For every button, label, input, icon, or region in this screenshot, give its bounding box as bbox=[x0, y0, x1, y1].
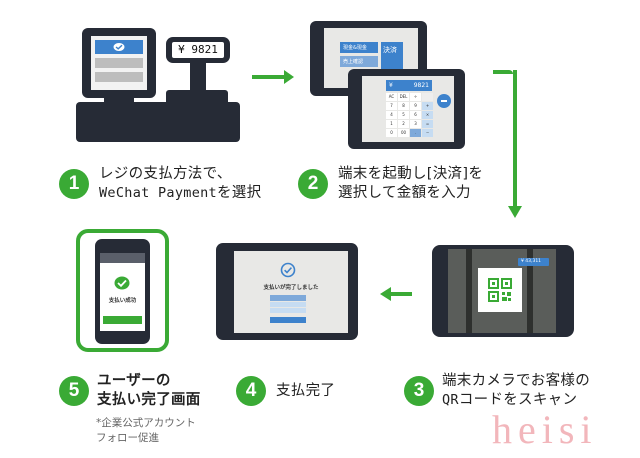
keypad-key: DEL bbox=[398, 93, 409, 101]
qr-card bbox=[478, 268, 522, 312]
receipt-row bbox=[270, 295, 306, 301]
wechat-pay-icon bbox=[114, 276, 130, 290]
camera-view-bar bbox=[527, 249, 533, 333]
keypad-key: 0 bbox=[386, 129, 397, 137]
menu-button: 売上確認 bbox=[340, 56, 378, 67]
payment-success-label: 支払い成功 bbox=[108, 298, 137, 304]
keypad-key: 5 bbox=[398, 111, 409, 119]
phone-action-bar bbox=[103, 316, 142, 324]
keypad-key: + bbox=[422, 102, 433, 110]
keypad-key: − bbox=[422, 129, 433, 137]
keypad-key: 9 bbox=[410, 102, 421, 110]
price-display-pole bbox=[190, 62, 206, 92]
keypad-key: 3 bbox=[410, 120, 421, 128]
step-2-caption: 端末を起動し[決済]を 選択して金額を入力 bbox=[338, 165, 483, 203]
receipt-row bbox=[270, 308, 306, 313]
step-number-badge: 4 bbox=[236, 376, 266, 406]
keypad-key: 4 bbox=[386, 111, 397, 119]
step-number-badge: 2 bbox=[298, 169, 328, 199]
receipt-row bbox=[270, 302, 306, 307]
payment-option-row bbox=[95, 58, 143, 68]
step-5-line2: 支払い完了画面 bbox=[97, 392, 201, 408]
keypad-key: = bbox=[422, 120, 433, 128]
keypad-key bbox=[422, 93, 433, 101]
keypad-key: 2 bbox=[398, 120, 409, 128]
step-5-note: *企業公式アカウント フォロー促進 bbox=[96, 416, 196, 446]
step-5-note-line2: フォロー促進 bbox=[96, 432, 159, 444]
step-5-caption: ユーザーの 支払い完了画面 bbox=[97, 372, 201, 410]
done-button bbox=[270, 317, 306, 323]
keypad-key: 1 bbox=[386, 120, 397, 128]
keypad-key: 7 bbox=[386, 102, 397, 110]
step-2-line1: 端末を起動し[決済]を bbox=[338, 166, 484, 182]
amount-display: ¥ 9821 bbox=[386, 80, 432, 91]
keypad-key: 6 bbox=[410, 111, 421, 119]
step-number-badge: 3 bbox=[404, 376, 434, 406]
step-2-line2: 選択して金額を入力 bbox=[338, 185, 471, 201]
highlight-frame bbox=[76, 229, 169, 352]
phone-status-bar bbox=[100, 253, 145, 263]
step-5-note-line1: *企業公式アカウント bbox=[96, 417, 196, 429]
register-drawer-top bbox=[166, 90, 228, 104]
keypad-key: . bbox=[410, 129, 421, 137]
payment-option-row bbox=[95, 72, 143, 82]
check-circle-icon bbox=[280, 262, 296, 278]
amount-badge: ¥ 43,311 bbox=[518, 258, 549, 266]
step-4-caption: 支払完了 bbox=[276, 383, 336, 399]
step-number-badge: 1 bbox=[59, 169, 89, 199]
step-3-line2: QRコードをスキャン bbox=[442, 392, 578, 408]
keypad-key: ÷ bbox=[410, 93, 421, 101]
step-3-line1: 端末カメラでお客様の bbox=[442, 373, 590, 389]
step-number-badge: 5 bbox=[59, 376, 89, 406]
camera-view-bar bbox=[466, 249, 472, 333]
step-5-line1: ユーザーの bbox=[97, 373, 171, 389]
keypad-key: 00 bbox=[398, 129, 409, 137]
step-1-caption: レジの支払方法で、 WeChat Paymentを選択 bbox=[99, 165, 261, 203]
wechat-option-row bbox=[95, 40, 143, 54]
wechat-pay-icon bbox=[113, 43, 125, 51]
price-display: ¥ 9821 bbox=[172, 42, 224, 58]
menu-button: 現金&現金 bbox=[340, 42, 378, 53]
register-base bbox=[76, 102, 240, 142]
watermark: heisi bbox=[492, 407, 598, 452]
monitor-neck bbox=[104, 96, 134, 104]
keypad-key: 8 bbox=[398, 102, 409, 110]
step-1-line2: WeChat Paymentを選択 bbox=[99, 185, 262, 201]
keypad-key: × bbox=[422, 111, 433, 119]
complete-message: 支払いが完了しました bbox=[263, 285, 319, 291]
step-3-caption: 端末カメラでお客様の QRコードをスキャン bbox=[442, 372, 590, 410]
qr-code-icon bbox=[488, 278, 512, 302]
ok-icon bbox=[437, 94, 451, 108]
step-1-line1: レジの支払方法で、 bbox=[99, 166, 232, 182]
keypad-key: AC bbox=[386, 93, 397, 101]
